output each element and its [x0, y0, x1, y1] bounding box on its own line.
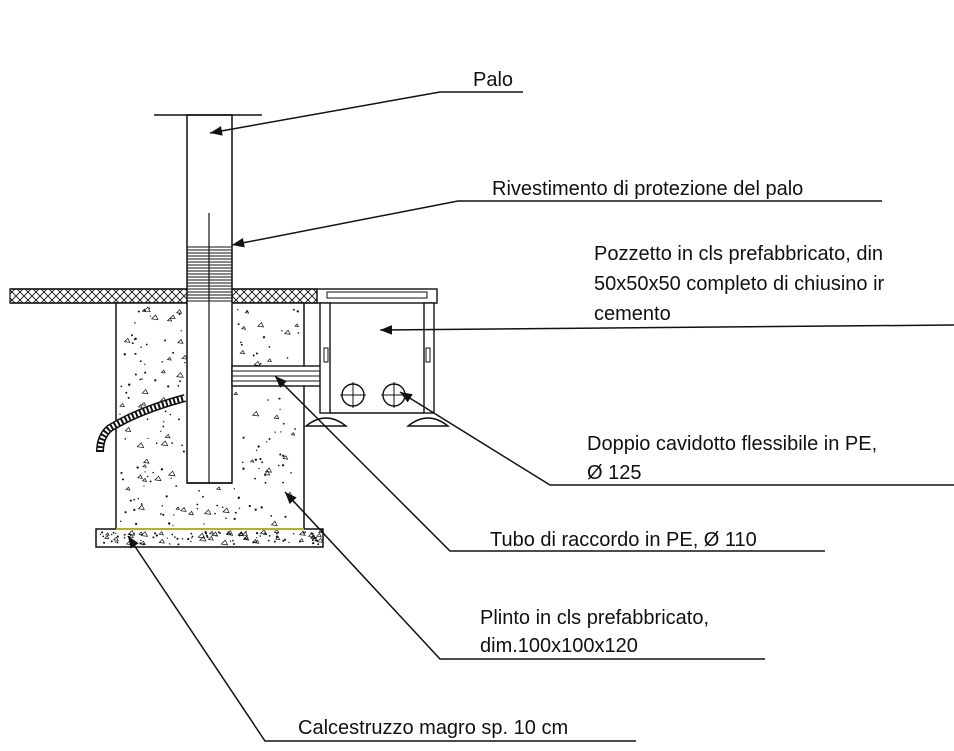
lean-concrete-base	[95, 528, 325, 548]
label-cavidotto-2: Ø 125	[587, 462, 642, 484]
leader-plinto	[284, 491, 765, 660]
label-pozzetto-2: 50x50x50 completo di chiusino ir	[594, 273, 885, 295]
leader-pozzetto	[379, 324, 954, 335]
connection-pipe	[231, 365, 326, 387]
label-plinto-2: dim.100x100x120	[480, 635, 638, 657]
label-palo: Palo	[473, 69, 514, 91]
label-pozzetto-3: cemento	[594, 303, 671, 325]
leader-calcestruzzo	[127, 535, 636, 742]
label-rivestimento: Rivestimento di protezione del palo	[492, 178, 804, 200]
pozzetto-pit	[304, 288, 450, 427]
ground-surface	[9, 288, 318, 304]
double-duct-circles	[340, 382, 407, 408]
concrete-texture	[119, 306, 300, 527]
pole-protective-sleeve	[187, 246, 232, 302]
leader-cavidotto	[399, 391, 954, 486]
label-tubo: Tubo di raccordo in PE, Ø 110	[490, 529, 757, 551]
leader-palo	[209, 91, 523, 136]
leader-lines	[127, 91, 954, 742]
label-calcestruzzo: Calcestruzzo magro sp. 10 cm	[298, 717, 569, 739]
label-plinto-1: Plinto in cls prefabbricato,	[480, 607, 710, 629]
label-cavidotto-1: Doppio cavidotto flessibile in PE,	[587, 433, 878, 455]
pole	[154, 114, 262, 484]
leader-rivestimento	[231, 200, 882, 248]
flexible-duct-left	[96, 394, 187, 453]
label-pozzetto-1: Pozzetto in cls prefabbricato, din	[594, 243, 884, 265]
leader-tubo	[274, 375, 825, 552]
